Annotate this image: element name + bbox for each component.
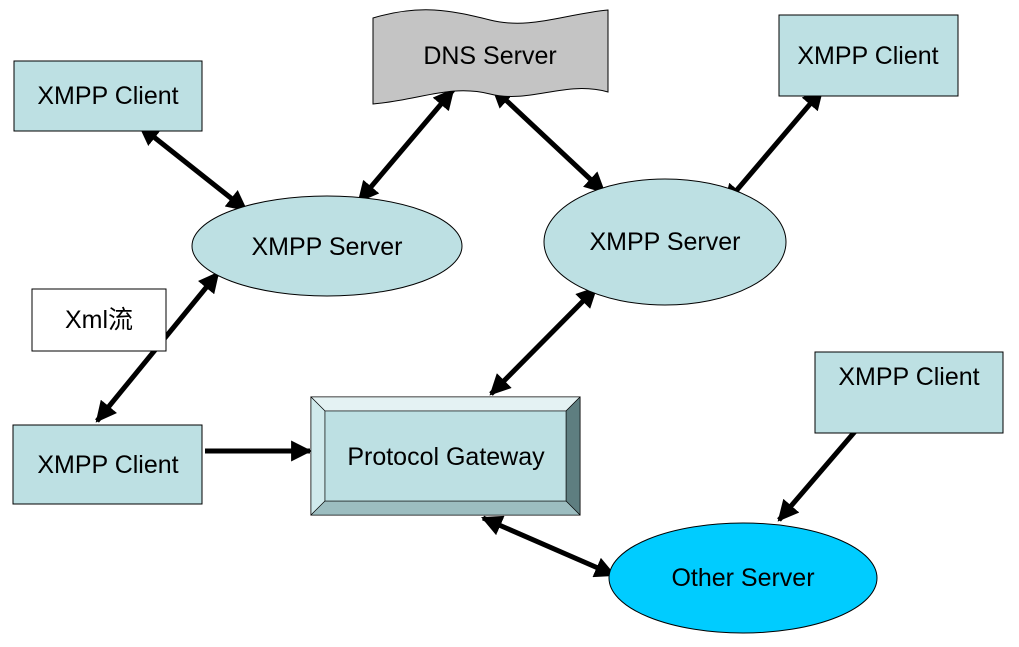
other-server-label: Other Server xyxy=(671,564,814,592)
other-server-node: Other Server xyxy=(608,522,878,634)
xmpp-server-left: XMPP Server xyxy=(191,195,463,297)
client-box xyxy=(12,424,203,505)
client-label: XMPP Client xyxy=(37,82,178,110)
gateway-bevel-bottom xyxy=(310,500,581,516)
link-server-right-to-gateway xyxy=(489,286,598,396)
link-client-top-left-to-server-left xyxy=(138,124,248,212)
client-box xyxy=(13,60,203,132)
xmpp-server-right: XMPP Server xyxy=(543,178,787,306)
client-label: XMPP Client xyxy=(37,451,178,479)
note-box xyxy=(31,288,167,352)
xml-stream-note: Xml流 xyxy=(31,288,167,352)
xmpp-client-bottom-left: XMPP Client xyxy=(12,424,203,505)
link-dns-to-server-left xyxy=(357,88,455,203)
xmpp-client-top-right: XMPP Client xyxy=(778,14,959,97)
gateway-bevel-right xyxy=(565,396,581,516)
client-box xyxy=(814,351,1004,434)
dns-server-shape xyxy=(372,9,609,105)
other-server-ellipse xyxy=(608,522,878,634)
xmpp-client-top-left: XMPP Client xyxy=(13,60,203,132)
link-gateway-to-other-server xyxy=(481,515,616,578)
server-label: XMPP Server xyxy=(252,233,403,261)
client-label: XMPP Client xyxy=(838,363,979,391)
protocol-gateway-node: Protocol Gateway xyxy=(310,396,581,516)
link-dns-to-server-right xyxy=(491,86,606,194)
gateway-face xyxy=(324,410,567,502)
server-label: XMPP Server xyxy=(590,228,741,256)
client-box xyxy=(778,14,959,97)
link-client-top-right-to-server-right xyxy=(723,88,824,206)
dns-server-node: DNS Server xyxy=(372,9,609,105)
gateway-bevel-top xyxy=(310,396,581,412)
client-label: XMPP Client xyxy=(797,42,938,70)
dns-server-label: DNS Server xyxy=(423,42,556,70)
note-label: Xml流 xyxy=(65,306,133,334)
server-ellipse xyxy=(191,195,463,297)
gateway-label: Protocol Gateway xyxy=(347,443,545,471)
xmpp-client-right: XMPP Client xyxy=(814,351,1004,434)
gateway-bevel-left xyxy=(310,396,326,516)
server-ellipse xyxy=(543,178,787,306)
